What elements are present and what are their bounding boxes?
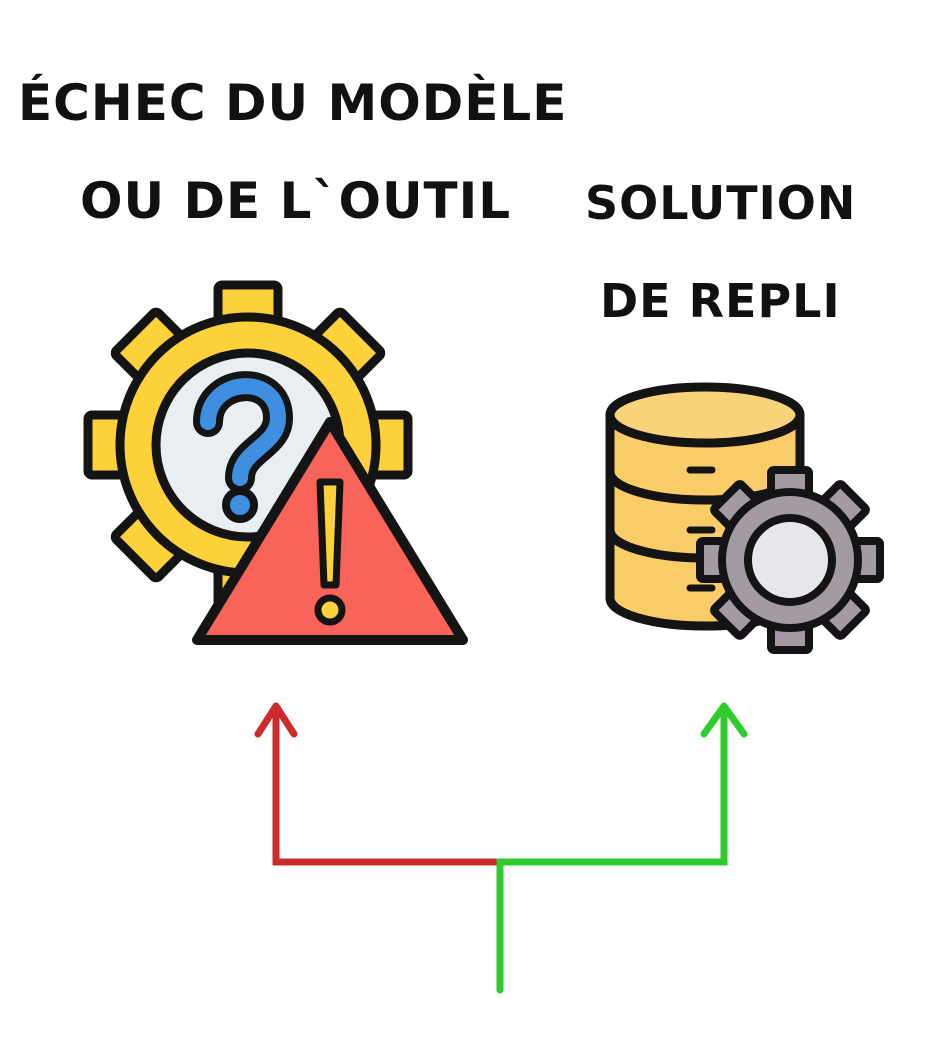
fallback-title-line-1: SOLUTION [585,176,857,230]
arrow-up-icon [700,702,748,738]
question-mark-icon [193,371,294,523]
failure-title-line-2: OU DE L`OUTIL [80,172,512,230]
failure-title-line-1: ÉCHEC DU MODÈLE [18,74,568,132]
arrow-up-icon [254,702,298,738]
fallback-icon-group [605,382,884,654]
fallback-branch-line [496,708,728,994]
branch-connector [254,702,748,994]
small-gear-icon [696,466,884,654]
failure-icon-group [83,280,468,645]
fallback-title-line-2: DE REPLI [600,274,841,328]
failure-branch-line [272,712,498,866]
warning-triangle-icon [192,417,468,645]
exclamation-mark-icon [314,478,346,626]
